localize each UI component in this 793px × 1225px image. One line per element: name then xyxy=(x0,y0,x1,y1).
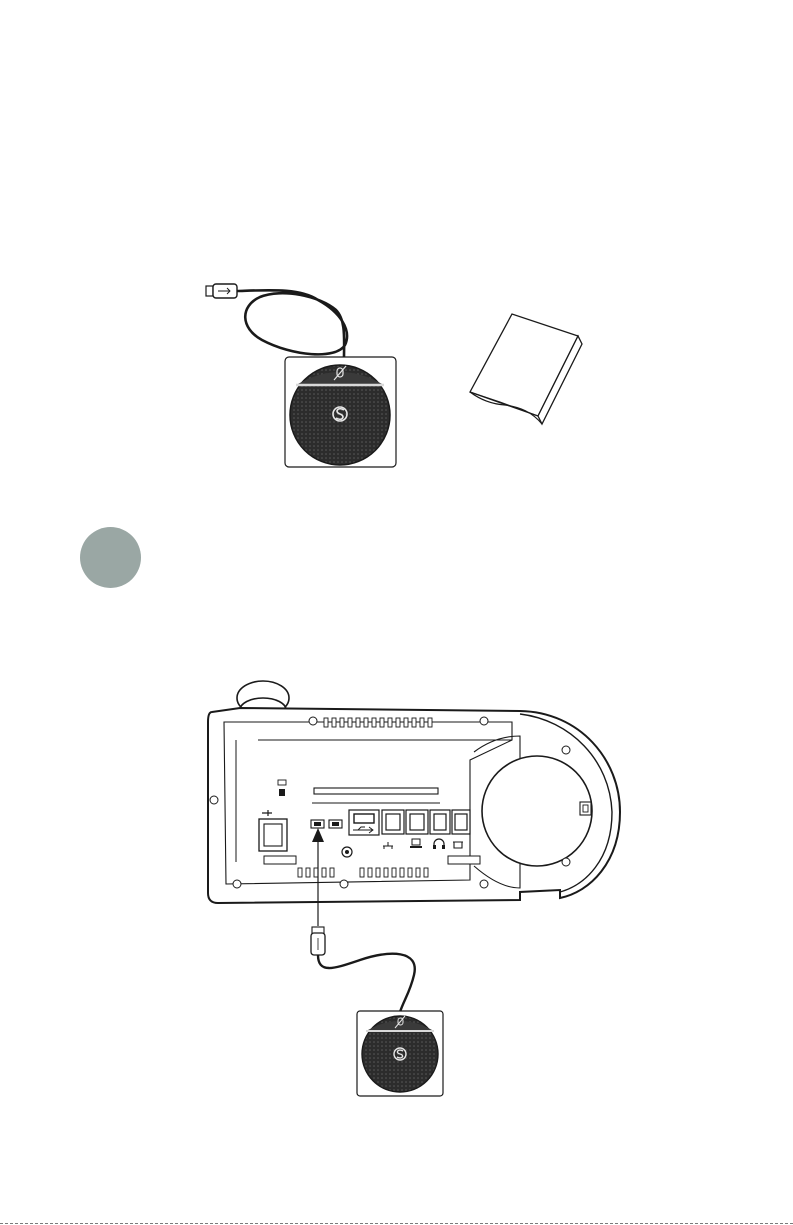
step-badge xyxy=(80,527,141,588)
mic-cable xyxy=(318,954,415,1012)
microphone-icon xyxy=(285,357,396,467)
usb-icon xyxy=(349,810,379,835)
connection-diagram xyxy=(0,660,793,1220)
rj-ports xyxy=(382,810,470,834)
mic-cable xyxy=(237,290,347,358)
usb-plug xyxy=(311,927,325,955)
package-contents xyxy=(0,0,793,520)
microphone-icon xyxy=(357,1011,443,1096)
usb-plug xyxy=(206,284,237,298)
booklet-icon xyxy=(470,314,582,424)
trim-line xyxy=(0,1223,793,1224)
ip-phone-rear-view xyxy=(208,681,620,903)
